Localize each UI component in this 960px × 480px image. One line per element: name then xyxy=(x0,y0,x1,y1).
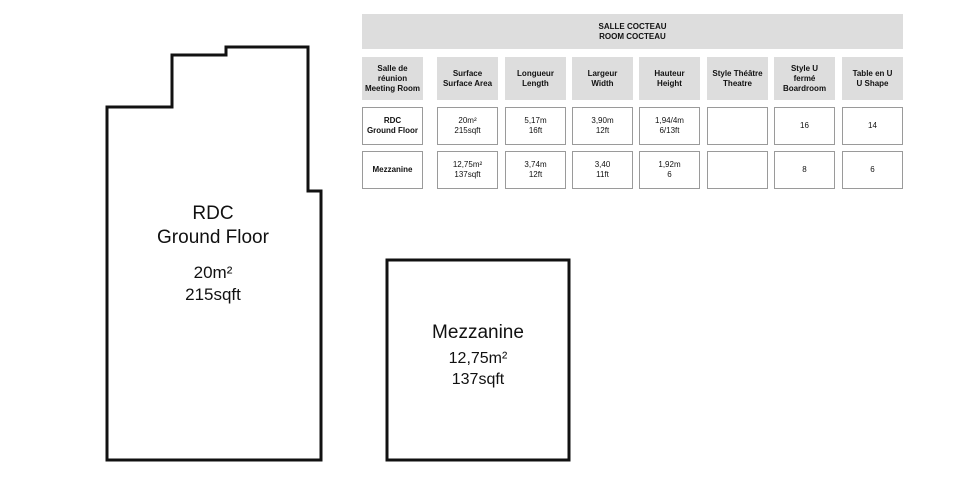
cell-text: Style Théâtre xyxy=(712,68,763,78)
cell-text: 12ft xyxy=(528,170,543,179)
cell-text: 12,75m² xyxy=(452,160,483,169)
cell-text: Salle de xyxy=(377,63,408,73)
cell-text: Width xyxy=(591,78,614,88)
cell-text: Height xyxy=(657,78,682,88)
cell-text: Theatre xyxy=(723,78,752,88)
cell-text: 12ft xyxy=(595,126,610,135)
cell-text: Longueur xyxy=(517,68,554,78)
cell-text: 6 xyxy=(870,165,875,174)
cell-text: U Shape xyxy=(856,78,889,88)
cell-text: 6 xyxy=(667,170,672,179)
cell-text: 3,90m xyxy=(591,116,614,125)
table-cell: 6 xyxy=(842,151,903,189)
cell-text: Boardroom xyxy=(782,83,827,93)
rdc-area-sqft: 215sqft xyxy=(185,285,241,304)
rdc-room-outline xyxy=(105,45,323,462)
cell-text: 1,94/4m xyxy=(655,116,684,125)
cell-text: 3,40 xyxy=(594,160,611,169)
rdc-name: RDC xyxy=(192,203,234,224)
cell-text: Largeur xyxy=(587,68,618,78)
cell-text: 16ft xyxy=(528,126,543,135)
cell-text: Table en U xyxy=(852,68,893,78)
cell-text: 14 xyxy=(868,121,877,130)
cell-text: 11ft xyxy=(596,170,609,179)
cell-text: fermé xyxy=(793,73,816,83)
cell-text: 1,92m xyxy=(658,160,681,169)
cell-text: Surface xyxy=(452,68,483,78)
cell-text: Mezzanine xyxy=(372,165,413,174)
cell-text: 215sqft xyxy=(454,126,481,135)
mezzanine-room-outline xyxy=(385,258,571,462)
table-cell: 8 xyxy=(774,151,835,189)
cell-text: Surface Area xyxy=(442,78,493,88)
mezzanine-room-label: Mezzanine 12,75m² 137sqft xyxy=(388,321,568,390)
cell-text: 16 xyxy=(800,121,809,130)
rdc-room-label: RDC Ground Floor 20m² 215sqft xyxy=(113,202,313,306)
cell-text: réunion xyxy=(377,73,408,83)
mezzanine-area-sqft: 137sqft xyxy=(451,371,505,388)
cell-text: Hauteur xyxy=(654,68,685,78)
row-header: Mezzanine xyxy=(362,151,423,189)
cell-text: Length xyxy=(522,78,549,88)
rdc-area-m2: 20m² xyxy=(193,263,233,282)
table-title-en: ROOM COCTEAU xyxy=(599,31,666,41)
table-cell xyxy=(707,151,768,189)
table-cell: 14 xyxy=(842,107,903,145)
cell-text: 5,17m xyxy=(524,116,547,125)
table-cell: 16 xyxy=(774,107,835,145)
table-cell xyxy=(707,107,768,145)
cell-text: Ground Floor xyxy=(366,126,419,135)
cell-text: 8 xyxy=(802,165,807,174)
cell-text: RDC xyxy=(383,116,402,125)
table-title-fr: SALLE COCTEAU xyxy=(598,21,667,31)
cell-text: 6/13ft xyxy=(659,126,680,135)
cell-text: 137sqft xyxy=(454,170,481,179)
table-title: SALLE COCTEAU ROOM COCTEAU xyxy=(362,14,903,49)
cell-text: Style U xyxy=(790,63,819,73)
cell-text: 20m² xyxy=(458,116,477,125)
cell-text: Meeting Room xyxy=(364,83,421,93)
mezzanine-name: Mezzanine xyxy=(432,322,524,343)
rdc-name-en: Ground Floor xyxy=(157,227,269,248)
cell-text: 3,74m xyxy=(524,160,547,169)
mezzanine-area-m2: 12,75m² xyxy=(448,350,508,367)
